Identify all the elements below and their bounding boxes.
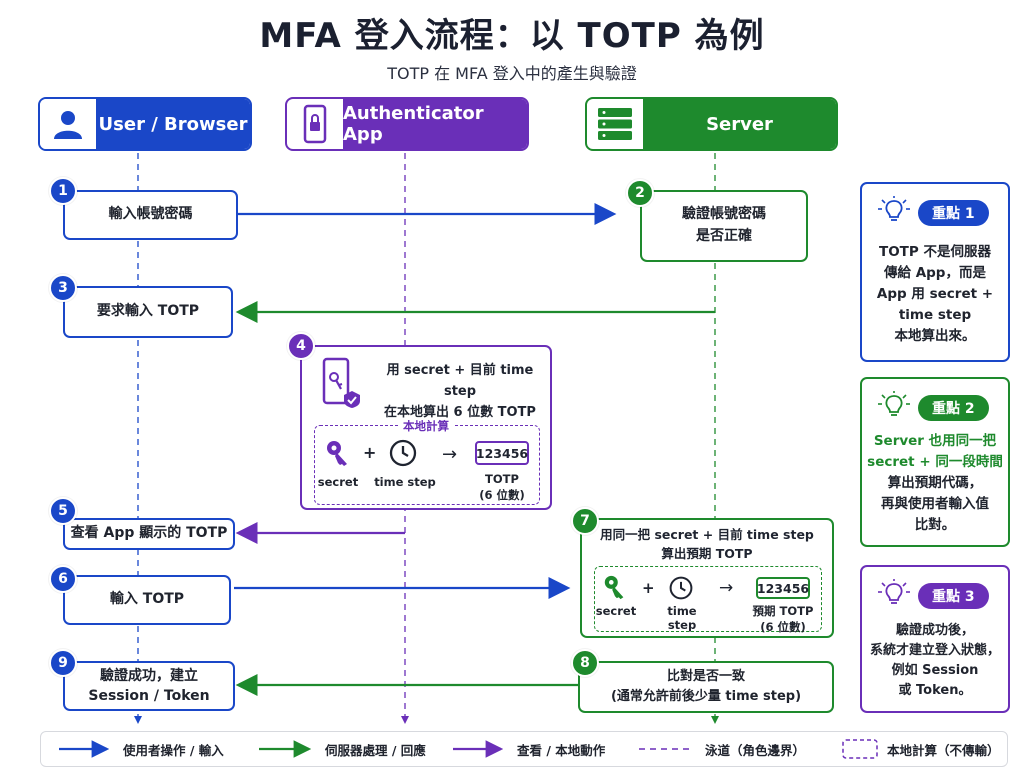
step-2-badge: 2 bbox=[626, 179, 654, 207]
step-4-calc-label: 本地計算 bbox=[399, 418, 453, 434]
step-7-local-calc bbox=[594, 566, 822, 632]
note-3-line2: 系統才建立登入狀態， bbox=[869, 643, 1000, 659]
note-2-pill: 重點 2 bbox=[918, 395, 989, 421]
step-4-plus: + bbox=[363, 443, 377, 462]
legend-lane: 泳道（角色邊界） bbox=[705, 743, 806, 758]
page-title: MFA 登入流程：以 TOTP 為例 bbox=[259, 16, 765, 56]
note-3-line1: 驗證成功後， bbox=[895, 623, 974, 638]
step-7-code-label1: 預期 TOTP bbox=[752, 604, 814, 618]
step-6-text: 輸入 TOTP bbox=[109, 591, 185, 608]
key-icon bbox=[324, 439, 352, 471]
step-7-arrow: → bbox=[719, 578, 734, 598]
step-1-box: 輸入帳號密碼 bbox=[63, 190, 238, 240]
step-4-arrow: → bbox=[442, 444, 458, 465]
note-1: 重點 1 TOTP 不是伺服器 傳給 App，而是 App 用 secret +… bbox=[860, 182, 1010, 362]
lane-label-server: Server bbox=[643, 99, 836, 149]
step-9-line1: 驗證成功，建立 bbox=[99, 667, 198, 684]
legend-swatches bbox=[59, 739, 878, 759]
step-3-box: 要求輸入 TOTP bbox=[63, 286, 233, 338]
step-7-box: 用同一把 secret + 目前 time step 算出預期 TOTP sec… bbox=[580, 518, 834, 638]
step-5-box: 查看 App 顯示的 TOTP bbox=[63, 518, 235, 550]
step-8-badge: 8 bbox=[571, 649, 599, 677]
step-4-secret-label: secret bbox=[317, 475, 359, 489]
step-9-line2: Session / Token bbox=[88, 688, 210, 704]
lane-label-user: User / Browser bbox=[96, 99, 250, 149]
note-2-line5: 比對。 bbox=[914, 516, 956, 533]
step-8-box: 比對是否一致 (通常允許前後少量 time step) bbox=[578, 661, 834, 713]
note-1-line3: App 用 secret + bbox=[876, 285, 994, 302]
step-7-time-label: time step bbox=[667, 604, 697, 632]
step-3-text: 要求輸入 TOTP bbox=[96, 303, 200, 320]
legend: 使用者操作 / 輸入 伺服器處理 / 回應 查看 / 本地動作 泳道（角色邊界）… bbox=[40, 731, 1008, 767]
page-subtitle: TOTP 在 MFA 登入中的產生與驗證 bbox=[387, 64, 637, 83]
step-6-box: 輸入 TOTP bbox=[63, 575, 231, 625]
step-8-line2: (通常允許前後少量 time step) bbox=[610, 689, 802, 704]
user-icon bbox=[40, 99, 96, 149]
step-7-badge: 7 bbox=[571, 507, 599, 535]
step-4-line1: 用 secret + 目前 time step bbox=[386, 363, 534, 399]
step-9-box: 驗證成功，建立 Session / Token bbox=[63, 661, 235, 711]
lightbulb-icon bbox=[876, 391, 912, 425]
step-2-line1: 驗證帳號密碼 bbox=[682, 206, 766, 223]
step-4-box: 用 secret + 目前 time step 在本地算出 6 位數 TOTP … bbox=[300, 345, 552, 510]
note-1-line5: 本地算出來。 bbox=[894, 327, 976, 344]
step-4-time-label: time step bbox=[374, 475, 436, 489]
phone-lock-icon bbox=[287, 99, 343, 149]
lightbulb-icon bbox=[876, 579, 912, 613]
note-2-line3: 算出預期代碼， bbox=[887, 474, 983, 491]
legend-local: 本地計算（不傳輸） bbox=[887, 743, 1000, 758]
step-5-text: 查看 App 顯示的 TOTP bbox=[70, 525, 228, 542]
key-icon-server bbox=[602, 574, 628, 604]
note-2-line2: secret + 同一段時間 bbox=[867, 453, 1003, 470]
step-3-badge: 3 bbox=[49, 274, 77, 302]
note-2: 重點 2 Server 也用同一把 secret + 同一段時間 算出預期代碼，… bbox=[860, 377, 1010, 547]
note-1-line1: TOTP 不是伺服器 bbox=[879, 244, 991, 260]
step-4-badge: 4 bbox=[287, 332, 315, 360]
step-7-secret-label: secret bbox=[595, 604, 637, 618]
step-4-line2: 在本地算出 6 位數 TOTP bbox=[384, 404, 536, 420]
lane-header-user: User / Browser bbox=[38, 97, 252, 151]
step-4-code-label2: (6 位數) bbox=[479, 487, 525, 502]
lightbulb-icon bbox=[876, 196, 912, 230]
step-5-badge: 5 bbox=[49, 497, 77, 525]
clock-icon bbox=[388, 438, 418, 472]
note-3-pill: 重點 3 bbox=[918, 583, 989, 609]
lane-header-server: Server bbox=[585, 97, 838, 151]
note-2-line4: 再與使用者輸入值 bbox=[881, 495, 989, 512]
step-1-badge: 1 bbox=[49, 177, 77, 205]
step-7-plus: + bbox=[642, 579, 655, 597]
step-7-line1: 用同一把 secret + 目前 time step bbox=[600, 527, 814, 542]
note-1-pill: 重點 1 bbox=[918, 200, 989, 226]
step-7-code: 123456 bbox=[756, 577, 810, 599]
step-1-text: 輸入帳號密碼 bbox=[108, 206, 193, 223]
step-2-line2: 是否正確 bbox=[696, 228, 752, 244]
step-7-line2: 算出預期 TOTP bbox=[661, 545, 753, 561]
step-4-code: 123456 bbox=[475, 441, 529, 465]
clock-icon-server bbox=[668, 575, 694, 605]
note-3-line3: 例如 Session bbox=[891, 663, 979, 679]
note-2-line1: Server 也用同一把 bbox=[873, 433, 997, 449]
legend-view: 查看 / 本地動作 bbox=[517, 743, 606, 758]
legend-user: 使用者操作 / 輸入 bbox=[123, 743, 224, 758]
note-3-line4: 或 Token。 bbox=[898, 683, 972, 699]
step-2-box: 驗證帳號密碼是否正確 bbox=[640, 190, 808, 262]
note-3: 重點 3 驗證成功後， 系統才建立登入狀態， 例如 Session 或 Toke… bbox=[860, 565, 1010, 713]
legend-server: 伺服器處理 / 回應 bbox=[325, 743, 426, 758]
step-4-code-label1: TOTP bbox=[485, 472, 519, 486]
lane-header-app: Authenticator App bbox=[285, 97, 529, 151]
server-icon bbox=[587, 99, 643, 149]
step-8-line1: 比對是否一致 bbox=[666, 668, 745, 684]
note-1-line2: 傳給 App，而是 bbox=[884, 264, 986, 281]
step-7-code-label2: (6 位數) bbox=[760, 619, 806, 634]
lane-label-app: Authenticator App bbox=[343, 99, 527, 149]
note-1-line4: time step bbox=[898, 306, 972, 323]
step-9-badge: 9 bbox=[49, 649, 77, 677]
step-6-badge: 6 bbox=[49, 565, 77, 593]
phone-check-icon bbox=[320, 357, 362, 413]
